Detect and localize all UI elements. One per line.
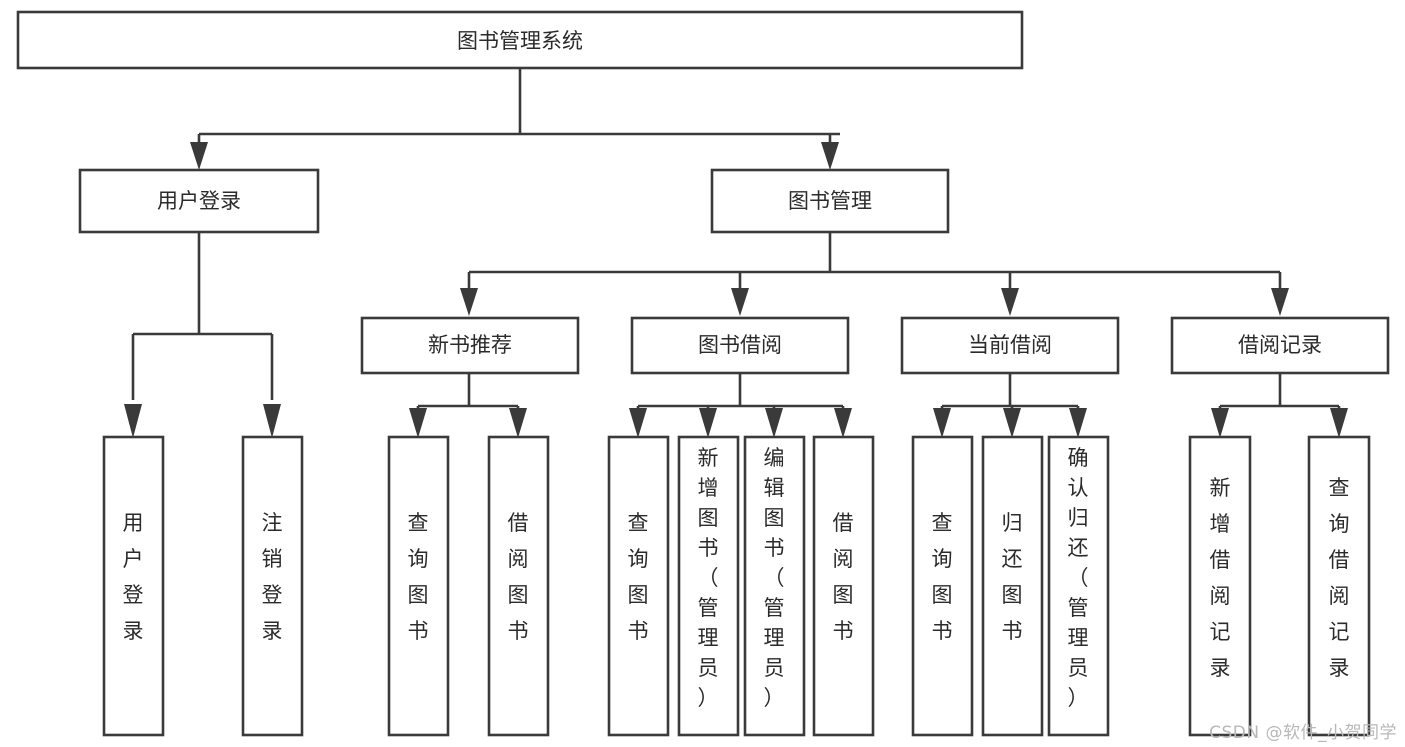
node-user-login[interactable]: 用户登录 <box>78 168 320 234</box>
leaf-query-book-newbook[interactable]: 查询图书 <box>387 435 450 737</box>
arrowhead-leaf-query-book-c <box>933 408 951 438</box>
arrowhead-leaf-user-login <box>124 404 142 438</box>
node-borrow-record[interactable]: 借阅记录 <box>1170 316 1390 375</box>
arrowhead-leaf-borrow-book-a <box>509 408 527 438</box>
node-borrow-record-box[interactable] <box>1170 316 1390 375</box>
node-book-borrow-label: 图书借阅 <box>698 333 782 357</box>
leaf-borrow-book-borrow[interactable]: 借阅图书 <box>812 435 875 737</box>
arrowhead-leaf-query-record <box>1330 408 1348 438</box>
arrowhead-book-mgmt <box>821 142 839 170</box>
leaf-add-book-admin-label: 新增图书（管理员） <box>698 446 719 710</box>
leaf-user-login-label: 用户登录 <box>123 511 144 643</box>
leaf-confirm-return-admin[interactable]: 确认归还（管理员） <box>1047 435 1110 737</box>
node-current-borrow-label: 当前借阅 <box>968 333 1052 357</box>
leaf-return-book[interactable]: 归还图书 <box>981 435 1044 737</box>
leaf-query-book-newbook-label: 查询图书 <box>408 511 429 643</box>
arrowhead-new-book <box>460 288 478 316</box>
leaf-edit-book-admin-label: 编辑图书（管理员） <box>764 446 785 710</box>
node-new-book-recommend[interactable]: 新书推荐 <box>360 316 580 375</box>
node-root-box[interactable] <box>16 10 1024 70</box>
leaf-query-borrow-record[interactable]: 查询借阅记录 <box>1307 435 1371 737</box>
leaf-borrow-book-borrow-box[interactable] <box>812 435 875 737</box>
leaf-add-borrow-record-box[interactable] <box>1188 435 1252 737</box>
leaf-borrow-book-newbook-label: 借阅图书 <box>508 511 529 643</box>
arrowhead-leaf-add-record <box>1211 408 1229 438</box>
leaf-logout-box[interactable] <box>241 435 304 737</box>
leaf-confirm-return-admin-box[interactable] <box>1047 435 1110 737</box>
node-book-management-label: 图书管理 <box>788 189 872 213</box>
node-user-login-box[interactable] <box>78 168 320 234</box>
arrowhead-leaf-edit-book <box>765 408 783 438</box>
leaf-user-login[interactable]: 用户登录 <box>102 435 165 737</box>
leaf-query-book-borrow[interactable]: 查询图书 <box>607 435 670 737</box>
leaf-query-book-current-label: 查询图书 <box>932 511 953 643</box>
leaf-add-book-admin[interactable]: 新增图书（管理员） <box>677 435 740 737</box>
arrowhead-book-borrow <box>731 288 749 316</box>
connector-layer <box>124 68 1348 438</box>
arrowhead-leaf-confirm-return <box>1069 408 1087 438</box>
leaf-logout-label: 注销登录 <box>262 511 283 643</box>
leaf-add-book-admin-box[interactable] <box>677 435 740 737</box>
node-book-borrow-box[interactable] <box>630 316 850 375</box>
leaf-query-book-current-box[interactable] <box>911 435 974 737</box>
arrowhead-leaf-query-book-b <box>629 408 647 438</box>
node-book-management[interactable]: 图书管理 <box>710 168 950 234</box>
leaf-query-book-current[interactable]: 查询图书 <box>911 435 974 737</box>
leaf-confirm-return-admin-label: 确认归还（管理员） <box>1068 446 1089 710</box>
leaf-borrow-book-borrow-label: 借阅图书 <box>833 511 854 643</box>
csdn-watermark: CSDN @软件_小贺同学 <box>1209 723 1397 743</box>
node-root[interactable]: 图书管理系统 <box>16 10 1024 70</box>
node-current-borrow-box[interactable] <box>900 316 1120 375</box>
leaf-add-borrow-record-label: 新增借阅记录 <box>1210 476 1231 680</box>
leaf-borrow-book-newbook-box[interactable] <box>487 435 550 737</box>
leaf-query-borrow-record-label: 查询借阅记录 <box>1329 476 1350 680</box>
node-current-borrow[interactable]: 当前借阅 <box>900 316 1120 375</box>
leaf-query-book-borrow-label: 查询图书 <box>628 511 649 643</box>
leaf-query-book-newbook-box[interactable] <box>387 435 450 737</box>
leaf-edit-book-admin[interactable]: 编辑图书（管理员） <box>743 435 806 737</box>
node-borrow-record-label: 借阅记录 <box>1238 333 1322 357</box>
leaf-return-book-label: 归还图书 <box>1002 511 1023 643</box>
node-new-book-recommend-label: 新书推荐 <box>428 333 512 357</box>
leaf-query-book-borrow-box[interactable] <box>607 435 670 737</box>
arrowhead-leaf-add-book <box>699 408 717 438</box>
node-new-book-recommend-box[interactable] <box>360 316 580 375</box>
leaf-return-book-box[interactable] <box>981 435 1044 737</box>
arrowhead-leaf-return-book <box>1003 408 1021 438</box>
node-book-borrow[interactable]: 图书借阅 <box>630 316 850 375</box>
node-user-login-label: 用户登录 <box>157 189 241 213</box>
arrowhead-current-borrow <box>1001 288 1019 316</box>
node-root-label: 图书管理系统 <box>457 29 583 53</box>
leaf-borrow-book-newbook[interactable]: 借阅图书 <box>487 435 550 737</box>
node-book-management-box[interactable] <box>710 168 950 234</box>
leaf-logout[interactable]: 注销登录 <box>241 435 304 737</box>
leaf-user-login-box[interactable] <box>102 435 165 737</box>
leaf-query-borrow-record-box[interactable] <box>1307 435 1371 737</box>
arrowhead-user-login <box>190 142 208 170</box>
arrowhead-borrow-record <box>1271 288 1289 316</box>
leaf-edit-book-admin-box[interactable] <box>743 435 806 737</box>
arrowhead-leaf-query-book-a <box>409 408 427 438</box>
arrowhead-leaf-borrow-book-b <box>834 408 852 438</box>
leaf-add-borrow-record[interactable]: 新增借阅记录 <box>1188 435 1252 737</box>
arrowhead-leaf-logout <box>263 404 281 438</box>
